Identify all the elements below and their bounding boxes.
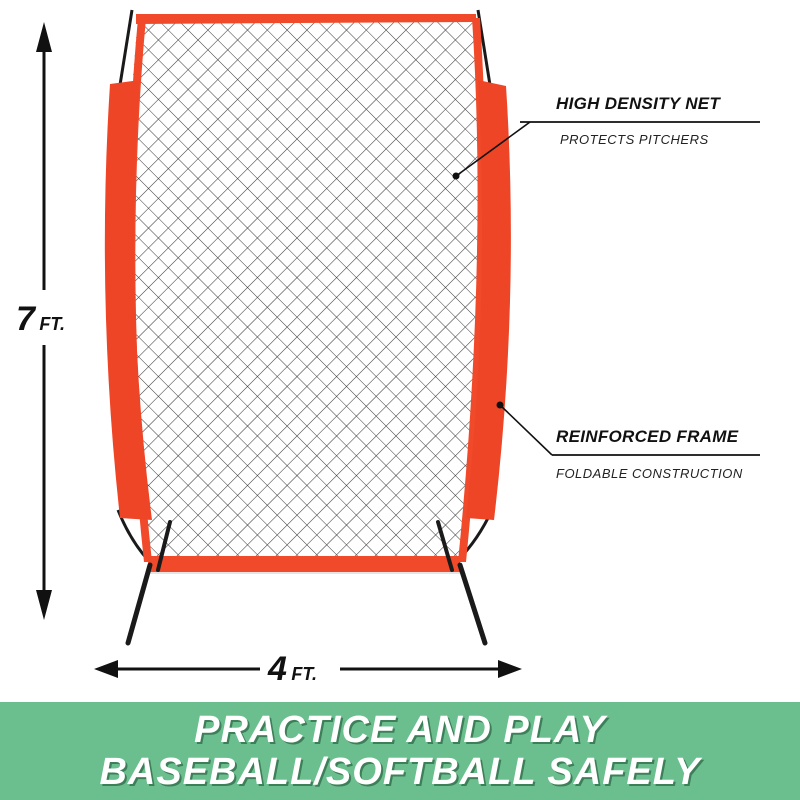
width-value: 4	[268, 650, 287, 688]
height-value: 7	[16, 300, 35, 338]
net-mesh	[127, 18, 480, 562]
callout-title-net: HIGH DENSITY NET	[556, 94, 721, 113]
height-dimension-label: 7 FT.	[16, 300, 65, 339]
width-dimension-label: 4 FT.	[268, 650, 317, 689]
stand	[125, 520, 488, 646]
height-arrow-icon	[36, 22, 52, 620]
banner-line-2: BASEBALL/SOFTBALL SAFELY	[99, 751, 701, 793]
width-unit: FT.	[291, 664, 318, 684]
callout-leader-frame	[496, 401, 760, 456]
callout-subtitle-net: PROTECTS PITCHERS	[560, 132, 709, 147]
callout-subtitle-frame: FOLDABLE CONSTRUCTION	[556, 466, 743, 481]
banner-line-1: PRACTICE AND PLAY	[194, 709, 606, 751]
callout-leader-net	[452, 121, 760, 180]
callout-title-frame: REINFORCED FRAME	[556, 427, 739, 446]
tagline-banner: PRACTICE AND PLAY BASEBALL/SOFTBALL SAFE…	[0, 702, 800, 800]
width-arrow-icon	[94, 660, 522, 678]
height-unit: FT.	[39, 314, 66, 334]
net-frame	[104, 14, 511, 574]
